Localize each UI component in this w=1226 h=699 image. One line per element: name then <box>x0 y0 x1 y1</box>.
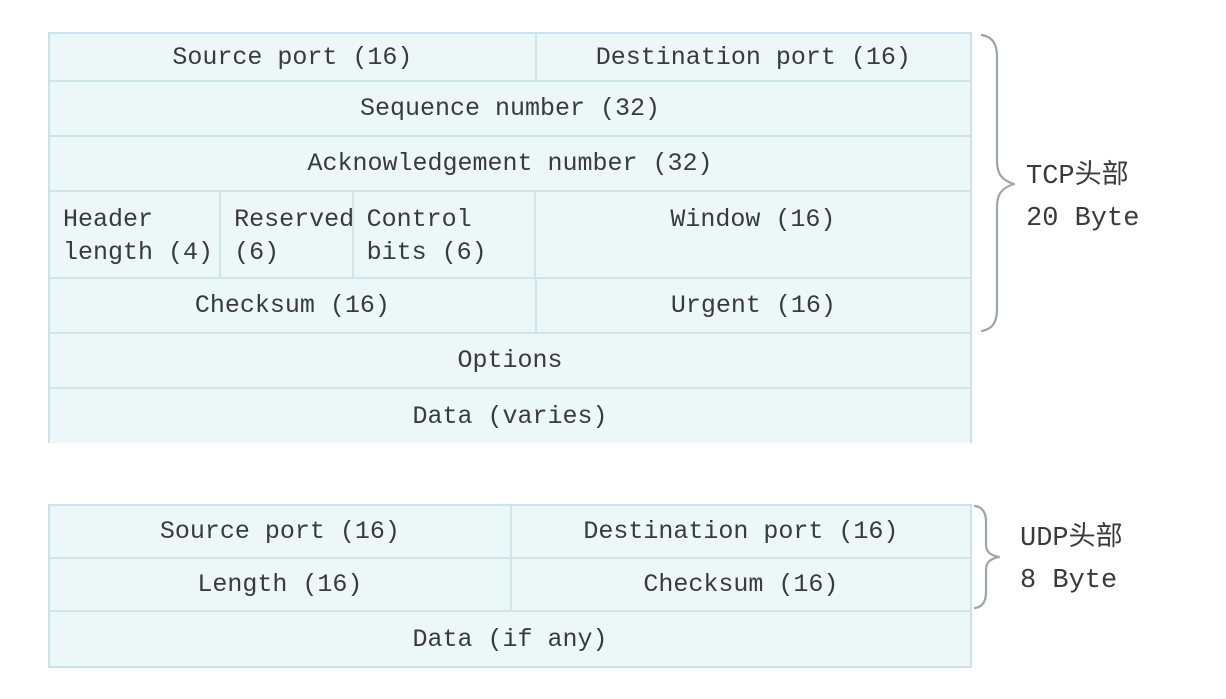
tcp-field-acknowledgement-number: Acknowledgement number (32) <box>50 137 970 190</box>
tcp-row-sequence: Sequence number (32) <box>50 82 970 137</box>
udp-field-source-port: Source port (16) <box>50 506 512 557</box>
tcp-field-destination-port: Destination port (16) <box>536 34 970 80</box>
udp-row-ports: Source port (16) Destination port (16) <box>50 506 970 559</box>
udp-row-data: Data (if any) <box>50 612 970 666</box>
tcp-field-data: Data (varies) <box>50 389 970 443</box>
tcp-row-flags: Header length (4) Reserved (6) Control b… <box>50 192 970 279</box>
tcp-field-checksum: Checksum (16) <box>50 279 537 332</box>
udp-field-destination-port: Destination port (16) <box>511 506 970 557</box>
tcp-header-table: Source port (16) Destination port (16) S… <box>48 32 972 443</box>
tcp-row-ports: Source port (16) Destination port (16) <box>50 34 970 82</box>
tcp-field-control-bits: Control bits (6) <box>353 192 536 277</box>
tcp-field-window: Window (16) <box>535 192 970 277</box>
tcp-row-acknowledgement: Acknowledgement number (32) <box>50 137 970 192</box>
tcp-field-options: Options <box>50 334 970 387</box>
tcp-row-checksum: Checksum (16) Urgent (16) <box>50 279 970 334</box>
udp-brace-label: UDP头部 8 Byte <box>1020 518 1123 602</box>
udp-field-length: Length (16) <box>50 559 512 610</box>
udp-brace-label-line1: UDP头部 <box>1020 524 1123 554</box>
tcp-row-data: Data (varies) <box>50 389 970 443</box>
tcp-brace <box>980 33 1016 333</box>
udp-row-length-checksum: Length (16) Checksum (16) <box>50 559 970 612</box>
tcp-field-urgent: Urgent (16) <box>536 279 970 332</box>
tcp-field-reserved: Reserved (6) <box>221 192 354 277</box>
tcp-field-source-port: Source port (16) <box>50 34 537 80</box>
udp-brace <box>973 504 1001 610</box>
tcp-row-options: Options <box>50 334 970 389</box>
udp-field-checksum: Checksum (16) <box>511 559 970 610</box>
tcp-brace-label-line1: TCP头部 <box>1026 162 1129 192</box>
tcp-field-sequence-number: Sequence number (32) <box>50 82 970 135</box>
tcp-brace-label-line2: 20 Byte <box>1026 204 1140 234</box>
udp-header-table: Source port (16) Destination port (16) L… <box>48 504 972 668</box>
tcp-brace-label: TCP头部 20 Byte <box>1026 156 1139 240</box>
udp-brace-label-line2: 8 Byte <box>1020 566 1118 596</box>
tcp-field-header-length: Header length (4) <box>50 192 222 277</box>
udp-field-data: Data (if any) <box>50 612 970 666</box>
